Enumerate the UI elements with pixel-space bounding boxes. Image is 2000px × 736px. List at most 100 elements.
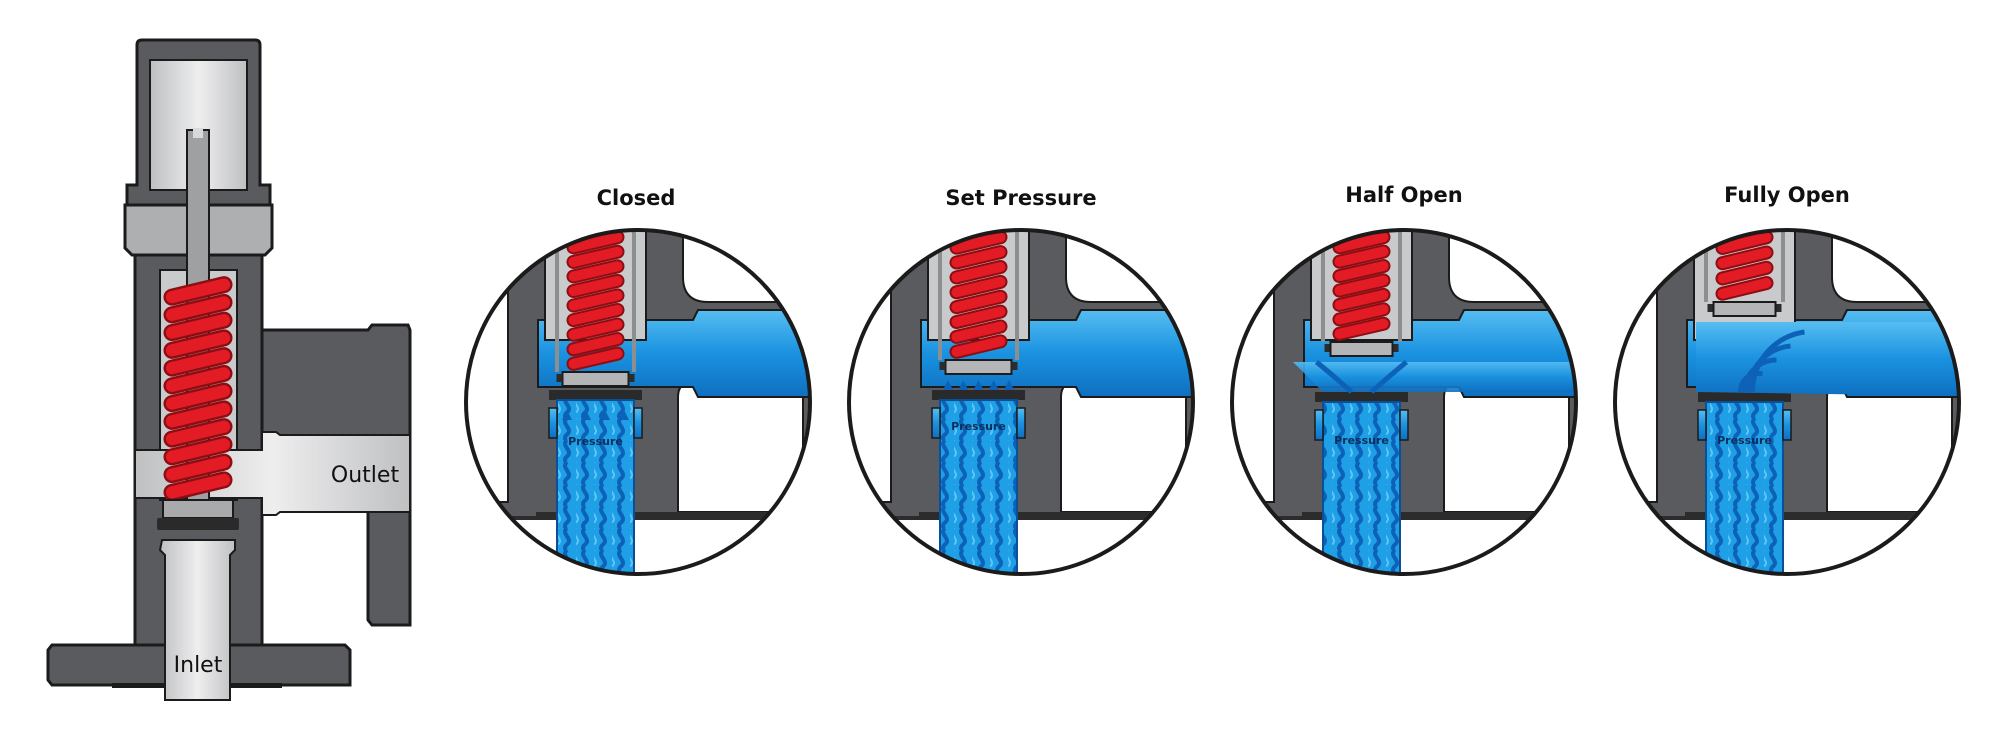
flow-arc xyxy=(1749,329,1805,393)
pressure-arrow xyxy=(562,410,572,420)
valve-disc xyxy=(162,499,234,519)
spring-coil-highlight xyxy=(951,336,1006,357)
valve-disc xyxy=(561,371,630,387)
inlet-notch-right xyxy=(1782,409,1792,441)
stem-right xyxy=(1015,230,1019,360)
base-gap xyxy=(1615,520,1959,574)
base-band xyxy=(1615,512,1959,520)
spring-coil-highlight xyxy=(165,314,231,339)
valve-seat xyxy=(1315,392,1408,402)
stage-detail: Pressure xyxy=(1615,230,1959,574)
spring-coil-highlight xyxy=(1334,275,1389,296)
inlet-notch-right xyxy=(633,407,643,439)
pressure-arrow xyxy=(958,380,969,390)
spring-coil-highlight xyxy=(165,296,231,321)
fully-open-flow xyxy=(1696,322,1959,396)
stem-right xyxy=(1781,230,1785,302)
spring-coil-highlight xyxy=(1717,247,1772,269)
base-gap xyxy=(849,520,1193,574)
spring-coil-highlight xyxy=(568,232,623,253)
disc-tab-right xyxy=(1011,362,1018,370)
spring-coil-highlight xyxy=(568,334,623,355)
spring-coil-highlight xyxy=(951,291,1006,313)
spring-coil-highlight xyxy=(568,304,623,326)
spring xyxy=(566,230,625,371)
spring-coil-highlight xyxy=(1334,289,1389,311)
left-recess xyxy=(466,230,509,503)
valve-disc-top xyxy=(1329,341,1394,357)
pressure-arrow xyxy=(988,380,999,390)
spring-coil-highlight xyxy=(165,438,231,463)
flow-curve xyxy=(1314,360,1354,394)
spring-coil-highlight xyxy=(951,261,1006,283)
spring-coil-highlight xyxy=(568,261,623,282)
spring-coil-highlight xyxy=(165,349,231,375)
spring-coil-highlight xyxy=(951,276,1006,298)
disc-tab-left xyxy=(939,362,946,370)
stage-circle-outline xyxy=(1230,228,1578,576)
stage-detail: Pressure xyxy=(849,230,1193,574)
stage-detail: Pressure xyxy=(1232,230,1576,574)
spring-coil-highlight xyxy=(165,402,231,428)
inlet-water xyxy=(556,399,635,574)
pressure-arrow xyxy=(581,410,591,420)
stage-half-open: Pressure xyxy=(1230,228,1578,576)
spring-coil-highlight xyxy=(165,278,231,304)
base-gap xyxy=(1232,520,1576,574)
inlet-notch-left xyxy=(931,407,941,439)
spring-coil-highlight xyxy=(568,246,623,267)
spring xyxy=(949,230,1008,359)
spring-coil-highlight xyxy=(1717,262,1772,284)
disc-tab-left xyxy=(1324,344,1331,352)
pressure-arrow xyxy=(600,410,610,420)
stem-left xyxy=(555,230,559,372)
inlet-water xyxy=(1322,401,1401,574)
spring-coil-highlight xyxy=(568,275,623,297)
inlet-notch-left xyxy=(1314,409,1324,441)
spring-coil-highlight xyxy=(951,321,1006,342)
stage-fully-open: Pressure xyxy=(1613,228,1961,576)
inlet-water xyxy=(939,399,1018,574)
valve-seat xyxy=(1698,392,1791,402)
spring-coil-highlight xyxy=(165,385,231,410)
stem-left xyxy=(1321,230,1325,342)
spring-coil-highlight xyxy=(1334,304,1389,325)
base-band xyxy=(849,512,1193,520)
left-recess xyxy=(849,230,892,503)
pressure-arrow xyxy=(619,410,629,420)
spring xyxy=(163,276,233,501)
pressure-label: Pressure xyxy=(1717,434,1772,447)
spring-coil-highlight xyxy=(1334,232,1389,253)
spring xyxy=(1332,230,1391,341)
inlet-notch-right xyxy=(1016,407,1026,439)
inlet-passage xyxy=(158,539,236,701)
base-band xyxy=(466,512,810,520)
disc-tab-right xyxy=(1392,344,1399,352)
base-gap xyxy=(466,520,810,574)
spring-coil-highlight xyxy=(568,319,623,340)
stage-title-half-open: Half Open xyxy=(1345,183,1462,207)
valve-seat xyxy=(549,390,642,400)
valve-seat xyxy=(157,518,239,530)
pressure-label: Pressure xyxy=(568,435,623,448)
spring-coil-highlight xyxy=(165,473,231,499)
inlet-notch-left xyxy=(1697,409,1707,441)
spring-coil-highlight xyxy=(165,420,231,446)
spring-coil-highlight xyxy=(1717,277,1772,299)
stage-closed: Pressure xyxy=(464,228,812,576)
inlet-notch-left xyxy=(548,407,558,439)
stage-title-set-pressure: Set Pressure xyxy=(945,186,1096,210)
spindle-slot xyxy=(193,128,203,138)
disc-tab-right xyxy=(628,374,635,382)
stage-detail: Pressure xyxy=(466,230,810,574)
spring-coil-highlight xyxy=(568,348,623,369)
spring-coil-highlight xyxy=(165,456,231,481)
stem-right xyxy=(1398,230,1402,342)
spring-coil-highlight xyxy=(165,331,231,357)
stage-title-closed: Closed xyxy=(597,186,676,210)
spring-coil-highlight xyxy=(568,290,623,311)
spring-coil-highlight xyxy=(1334,260,1389,282)
inlet-notch-right xyxy=(1399,409,1409,441)
